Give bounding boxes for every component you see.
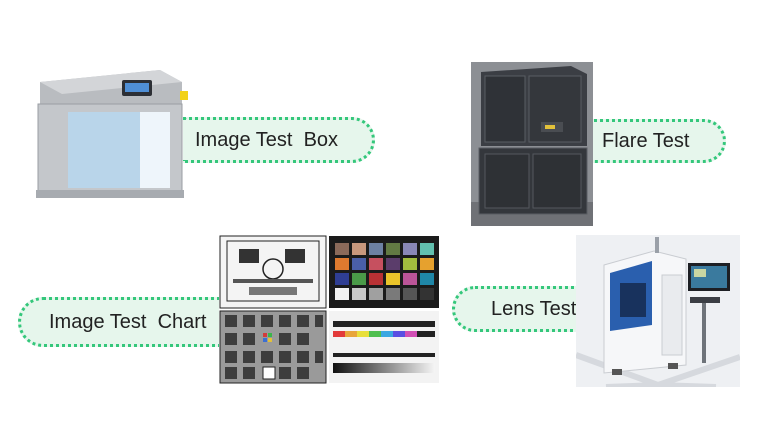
flare-test-label: Flare Test: [588, 119, 726, 163]
lens-test-machine-illustration: [576, 235, 740, 387]
lens-test-label: Lens Test: [452, 286, 580, 332]
image-test-chart-label: Image Test Chart: [18, 297, 222, 347]
color-checker-swatches: [335, 243, 434, 300]
flare-test-cabinet-illustration: [471, 62, 593, 226]
image-test-chart-collage: [219, 235, 441, 385]
flare-test-text: Flare Test: [602, 129, 690, 152]
image-test-box-label: Image Test Box: [183, 117, 375, 163]
lens-test-text: Lens Test: [491, 297, 577, 320]
image-test-chart-text: Image Test Chart: [49, 310, 207, 333]
image-test-box-illustration: [36, 70, 188, 198]
image-test-box-text: Image Test Box: [195, 128, 339, 151]
